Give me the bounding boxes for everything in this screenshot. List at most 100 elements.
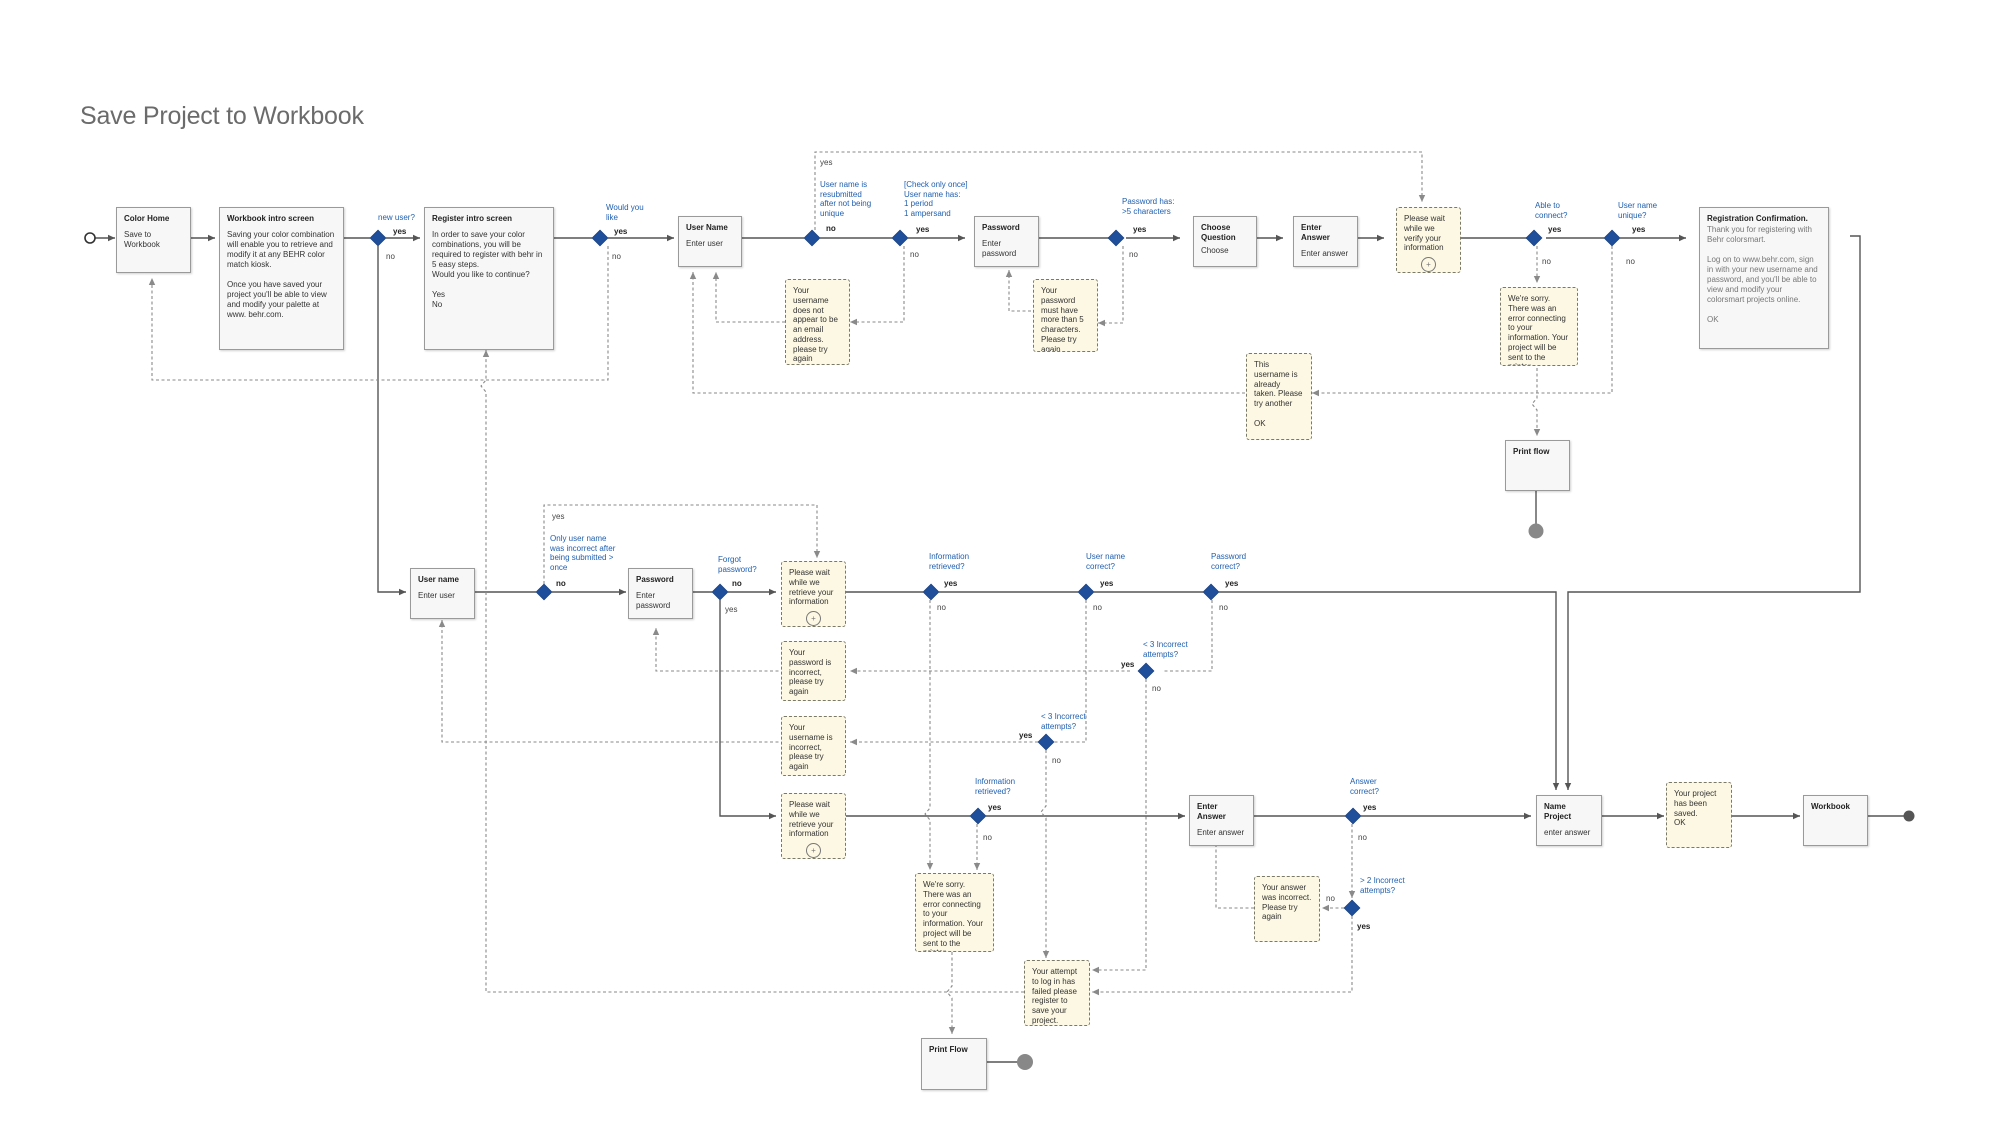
screen-choose-question[interactable]: Choose Question Choose bbox=[1193, 216, 1257, 267]
branch-no: no bbox=[386, 252, 395, 261]
end-node-print-top bbox=[1528, 523, 1544, 539]
screen-title: Print flow bbox=[1513, 447, 1550, 456]
screen-body: Save to Workbook bbox=[124, 230, 160, 249]
branch-no: no bbox=[612, 252, 621, 261]
screen-enter-answer-register[interactable]: Enter Answer Enter answer bbox=[1293, 216, 1358, 267]
branch-yes: yes bbox=[1548, 225, 1562, 234]
screen-print-flow-bottom[interactable]: Print Flow bbox=[921, 1038, 987, 1090]
screen-title: Enter Answer bbox=[1197, 802, 1226, 821]
question-gt2-attempts: > 2 Incorrect attempts? bbox=[1360, 876, 1405, 895]
screen-body: Enter password bbox=[636, 591, 671, 610]
terminals bbox=[84, 232, 1915, 1070]
screen-user-name-login[interactable]: User name Enter user bbox=[410, 568, 475, 619]
branch-yes: yes bbox=[1363, 803, 1377, 812]
question-name-resubmitted: User name is resubmitted after not being… bbox=[820, 180, 872, 218]
screen-title: Enter Answer bbox=[1301, 223, 1330, 242]
screen-color-home[interactable]: Color Home Save to Workbook bbox=[116, 207, 191, 273]
question-able-to-connect: Able to connect? bbox=[1535, 201, 1568, 220]
screen-title: Registration Confirmation. bbox=[1707, 214, 1808, 223]
message-answer-incorrect: Your answer was incorrect. Please try ag… bbox=[1254, 876, 1320, 942]
decision-name-unique bbox=[1603, 229, 1621, 247]
message-text: Please wait while we verify your informa… bbox=[1404, 214, 1445, 253]
page-title: Save Project to Workbook bbox=[80, 102, 364, 130]
question-password-has: Password has: >5 characters bbox=[1122, 197, 1175, 216]
question-answer-correct: Answer correct? bbox=[1350, 777, 1379, 796]
message-text: Please wait while we retrieve your infor… bbox=[789, 800, 834, 839]
message-login-failed: Your attempt to log in has failed please… bbox=[1024, 960, 1090, 1026]
screen-user-name-register[interactable]: User Name Enter user bbox=[678, 216, 742, 267]
screen-registration-confirmation[interactable]: Registration Confirmation. Thank you for… bbox=[1699, 207, 1829, 349]
screen-body: Enter answer bbox=[1301, 249, 1349, 258]
branch-no: no bbox=[1129, 250, 1138, 259]
message-connect-error-bottom: We're sorry. There was an error connecti… bbox=[915, 873, 994, 952]
branch-no: no bbox=[1219, 603, 1228, 612]
screen-title: User Name bbox=[686, 223, 728, 232]
screen-password-register[interactable]: Password Enter password bbox=[974, 216, 1039, 267]
message-project-saved: Your project has been saved. OK bbox=[1666, 782, 1732, 848]
decision-would-you-like bbox=[591, 229, 609, 247]
end-node-print-bottom bbox=[1017, 1054, 1033, 1070]
start-node bbox=[84, 232, 96, 244]
message-username-taken: This username is already taken. Please t… bbox=[1246, 353, 1312, 440]
branch-no: no bbox=[1093, 603, 1102, 612]
branch-yes: yes bbox=[393, 227, 407, 236]
screen-title: Print Flow bbox=[929, 1045, 968, 1054]
message-text: Your password is incorrect, please try a… bbox=[789, 648, 832, 696]
message-text: We're sorry. There was an error connecti… bbox=[1508, 294, 1569, 365]
message-text: Your username is incorrect, please try a… bbox=[789, 723, 833, 771]
branch-yes-loop: yes bbox=[820, 158, 833, 167]
screen-title: Workbook intro screen bbox=[227, 214, 314, 223]
message-username-not-email: Your username does not appear to be an e… bbox=[785, 279, 850, 365]
message-retrieve-wait-1: Please wait while we retrieve your infor… bbox=[781, 561, 846, 627]
screen-print-flow-top[interactable]: Print flow bbox=[1505, 440, 1570, 491]
branch-no: no bbox=[826, 224, 836, 233]
branch-no: no bbox=[937, 603, 946, 612]
screen-body: In order to save your color combinations… bbox=[432, 230, 543, 309]
dashed-flow-lines bbox=[148, 151, 1613, 1034]
screen-register-intro[interactable]: Register intro screen In order to save y… bbox=[424, 207, 554, 350]
message-password-short: Your password must have more than 5 char… bbox=[1033, 279, 1098, 352]
screen-body: Thank you for registering with Behr colo… bbox=[1707, 225, 1818, 324]
branch-yes: yes bbox=[1121, 660, 1135, 669]
question-user-name-correct: User name correct? bbox=[1086, 552, 1126, 571]
question-check-once: [Check only once] User name has: 1 perio… bbox=[904, 180, 968, 218]
branch-no: no bbox=[983, 833, 992, 842]
decision-lt3-attempts-a bbox=[1137, 662, 1155, 680]
screen-title: Register intro screen bbox=[432, 214, 513, 223]
decision-diamonds bbox=[369, 229, 1621, 917]
branch-yes: yes bbox=[1019, 731, 1033, 740]
screen-title: Color Home bbox=[124, 214, 170, 223]
screen-body: enter answer bbox=[1544, 828, 1591, 837]
message-text: We're sorry. There was an error connecti… bbox=[923, 880, 984, 951]
message-verify-wait: Please wait while we verify your informa… bbox=[1396, 207, 1461, 273]
decision-check-once bbox=[891, 229, 909, 247]
spinner-icon: + bbox=[806, 843, 821, 858]
decision-answer-correct bbox=[1344, 807, 1362, 825]
screen-body: Enter user bbox=[418, 591, 455, 600]
screen-body: Saving your color combination will enabl… bbox=[227, 230, 335, 319]
decision-gt2-attempts bbox=[1343, 899, 1361, 917]
screen-name-project[interactable]: Name Project enter answer bbox=[1536, 795, 1602, 846]
decision-user-name-correct bbox=[1077, 583, 1095, 601]
screen-body: Enter user bbox=[686, 239, 723, 248]
screen-workbook[interactable]: Workbook bbox=[1803, 795, 1868, 846]
decision-only-user-incorrect bbox=[535, 583, 553, 601]
branch-no: no bbox=[1358, 833, 1367, 842]
screen-password-login[interactable]: Password Enter password bbox=[628, 568, 693, 619]
branch-no: no bbox=[910, 250, 919, 259]
message-password-incorrect: Your password is incorrect, please try a… bbox=[781, 641, 846, 701]
screen-workbook-intro[interactable]: Workbook intro screen Saving your color … bbox=[219, 207, 344, 350]
end-node-workbook bbox=[1903, 810, 1915, 822]
question-name-unique: User name unique? bbox=[1618, 201, 1658, 220]
branch-no: no bbox=[732, 579, 742, 588]
message-text: Please wait while we retrieve your infor… bbox=[789, 568, 834, 607]
question-password-correct: Password correct? bbox=[1211, 552, 1247, 571]
question-lt3-attempts-a: < 3 Incorrect attempts? bbox=[1143, 640, 1188, 659]
branch-yes-loop: yes bbox=[552, 512, 565, 521]
screen-enter-answer-login[interactable]: Enter Answer Enter answer bbox=[1189, 795, 1254, 846]
screen-title: User name bbox=[418, 575, 459, 584]
message-text: This username is already taken. Please t… bbox=[1254, 360, 1303, 428]
decision-info-retrieved-1 bbox=[922, 583, 940, 601]
screen-title: Choose Question bbox=[1201, 223, 1236, 242]
spinner-icon: + bbox=[806, 611, 821, 626]
